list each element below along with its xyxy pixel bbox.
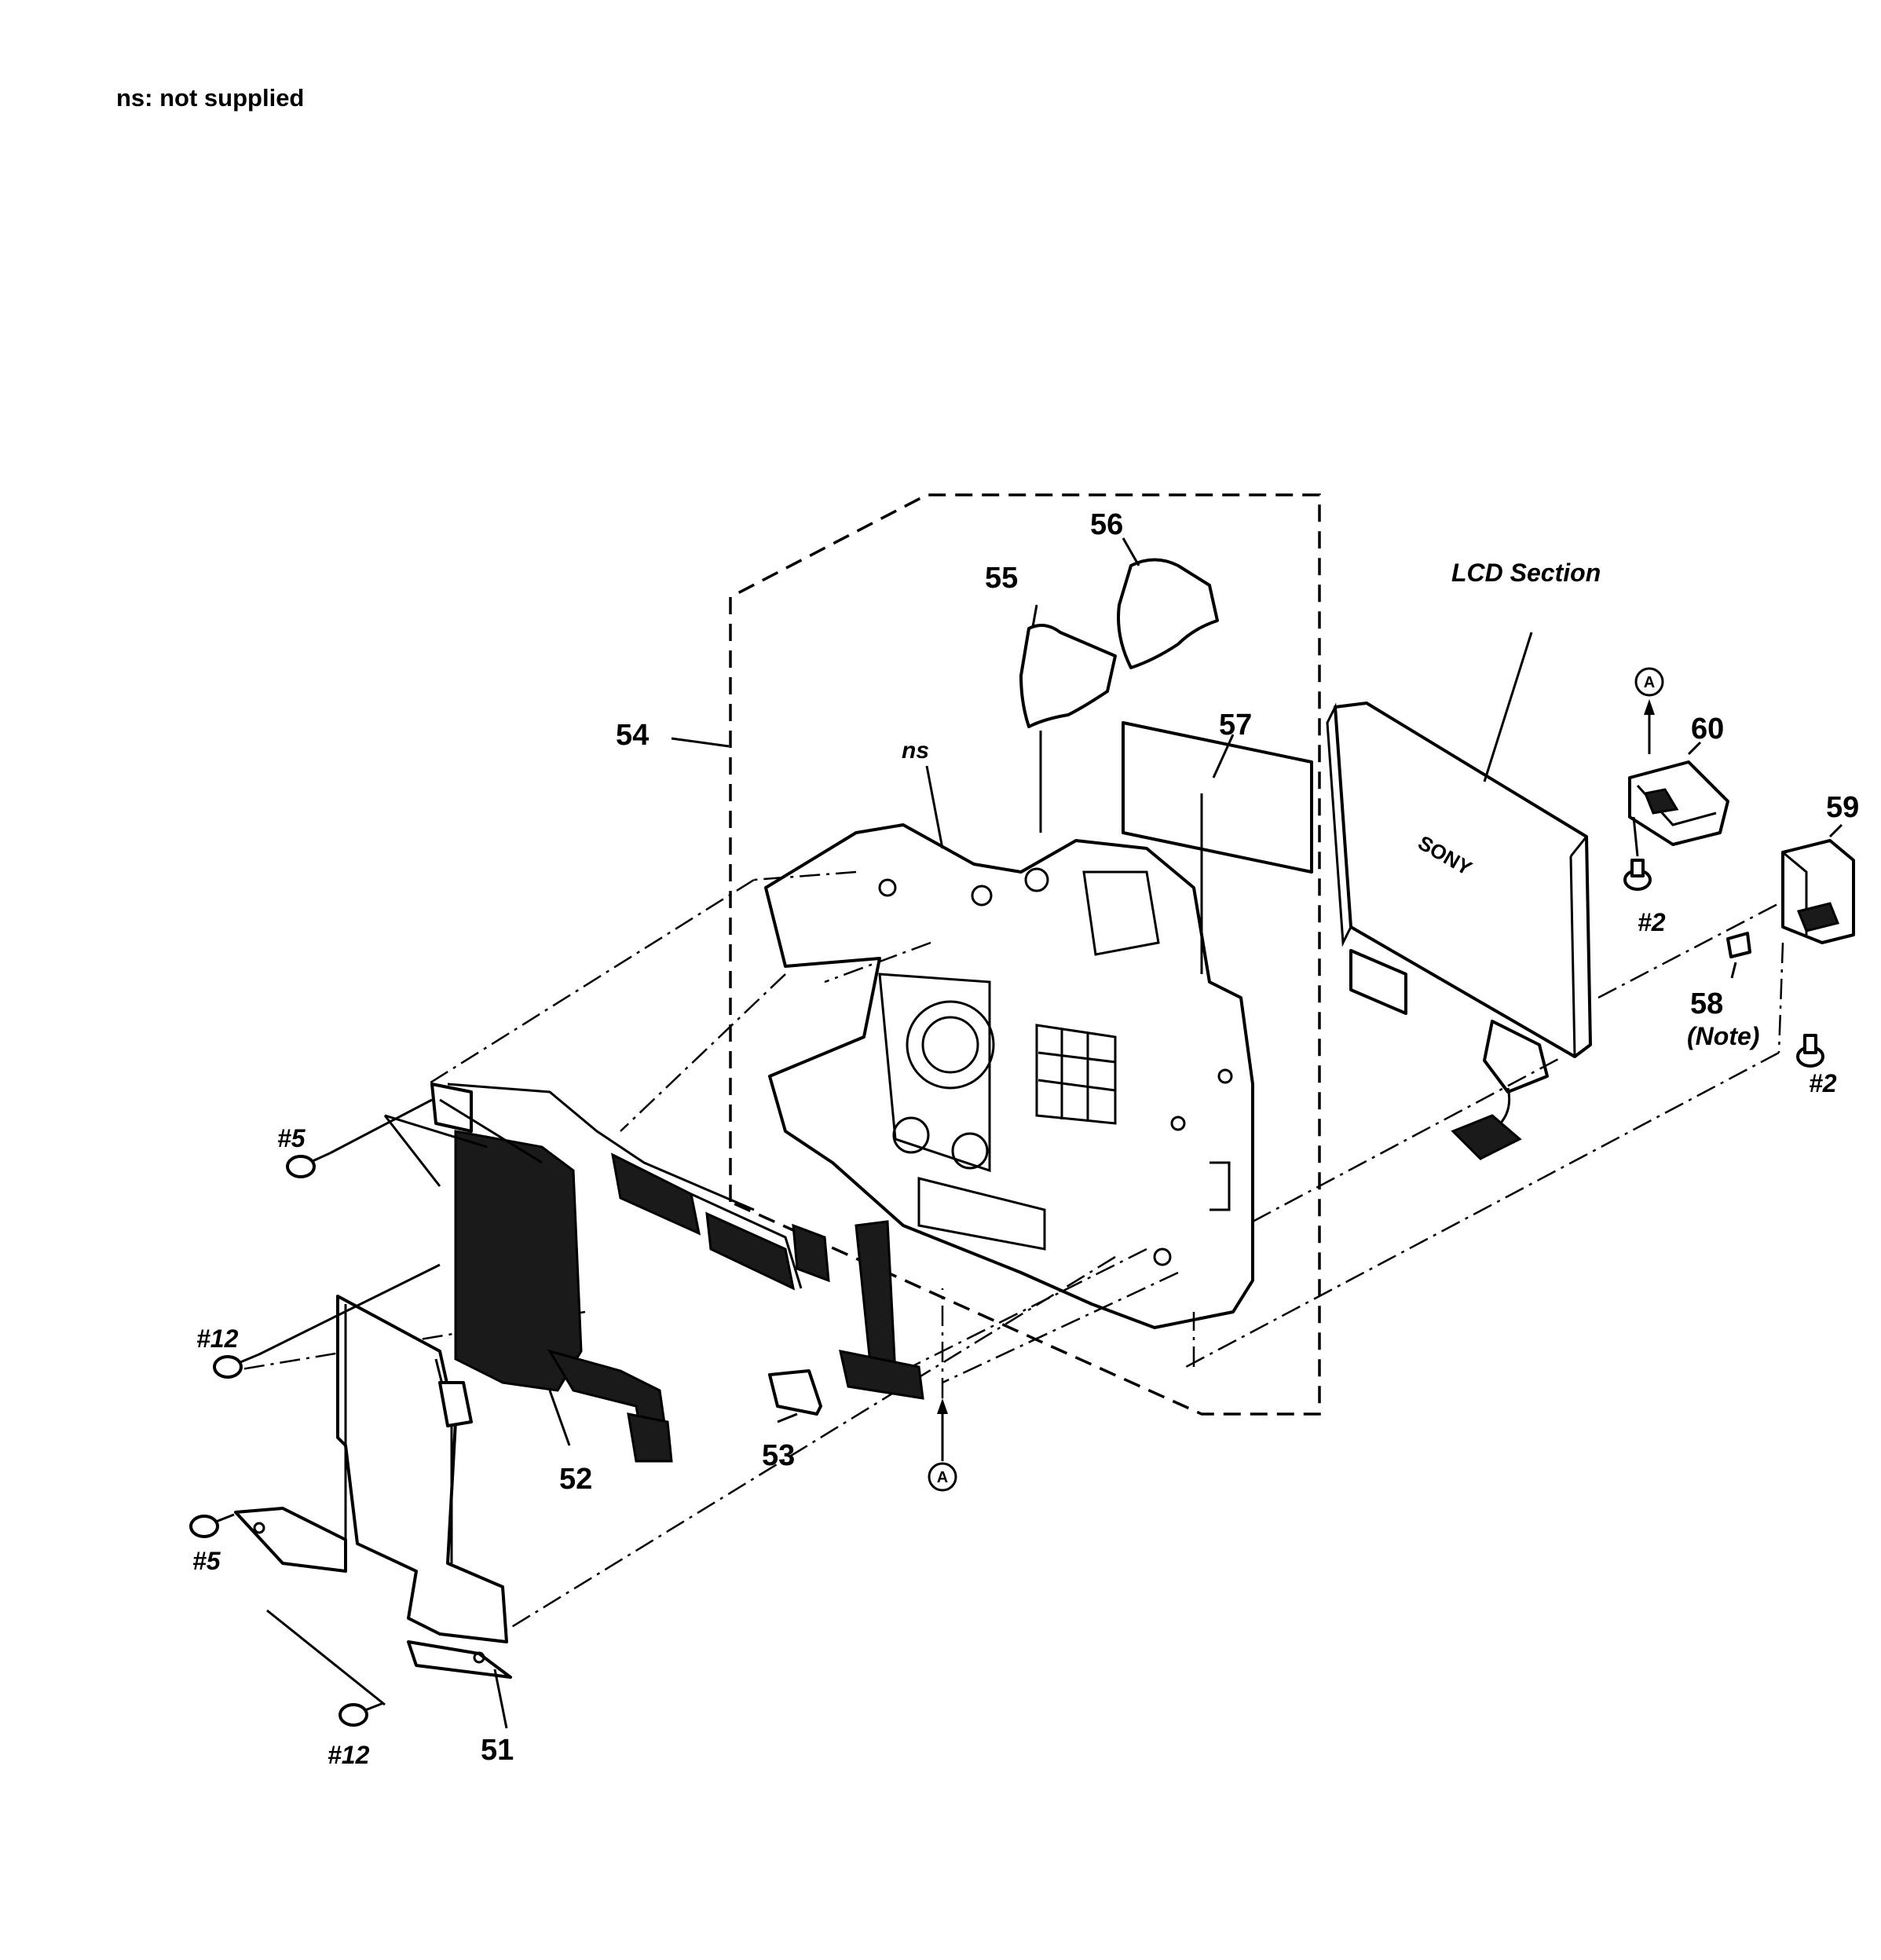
flex-cable <box>839 1220 924 1400</box>
ref-a-top-letter: A <box>1644 674 1655 691</box>
label-screw-2-lower: #2 <box>1809 1069 1837 1097</box>
label-screw-12-middle: #12 <box>196 1324 239 1353</box>
side-cover-59 <box>1781 823 1855 944</box>
legend-note: ns: not supplied <box>116 84 304 112</box>
screw-2-upper <box>1623 859 1652 891</box>
screw-5-upper <box>286 1152 331 1178</box>
label-screw-5-upper: #5 <box>277 1124 306 1152</box>
ref-a-top: A <box>1634 667 1664 754</box>
assembly-guide-lines <box>231 870 1784 1632</box>
screw-12-middle <box>213 1353 260 1379</box>
lcd-section: SONY <box>1326 632 1592 1160</box>
screw-12-bottom <box>339 1702 384 1727</box>
label-56: 56 <box>1090 508 1123 541</box>
ref-a-bottom-letter: A <box>937 1469 948 1486</box>
screw-5-lower <box>189 1513 235 1538</box>
label-53: 53 <box>762 1439 795 1472</box>
plate-53 <box>768 1369 822 1416</box>
label-57: 57 <box>1219 709 1252 742</box>
label-59: 59 <box>1826 791 1859 824</box>
label-54: 54 <box>616 719 649 752</box>
ref-a-bottom: A <box>928 1398 957 1492</box>
bracket-51 <box>234 1295 512 1679</box>
main-frame-housing <box>764 823 1254 1329</box>
sheet-55 <box>1019 624 1117 728</box>
sheet-56 <box>1117 558 1219 669</box>
strip-57 <box>1122 721 1313 974</box>
label-screw-12-bottom: #12 <box>328 1741 370 1769</box>
label-screw-5-lower: #5 <box>192 1547 221 1575</box>
label-screw-2-upper: #2 <box>1638 908 1666 936</box>
label-55: 55 <box>985 562 1018 595</box>
screw-2-lower <box>1796 1034 1824 1068</box>
label-lcd-section: LCD Section <box>1451 559 1601 587</box>
label-note: (Note) <box>1687 1022 1759 1050</box>
label-51: 51 <box>481 1734 514 1767</box>
small-part-58 <box>1726 932 1751 979</box>
hinge-cover-60 <box>1628 741 1729 857</box>
label-52: 52 <box>559 1463 592 1496</box>
assembly-54-boundary <box>671 493 1321 1416</box>
circuit-board-52 <box>430 1083 830 1463</box>
label-ns: ns <box>902 738 929 764</box>
label-58: 58 <box>1690 987 1723 1020</box>
label-60: 60 <box>1691 713 1724 746</box>
